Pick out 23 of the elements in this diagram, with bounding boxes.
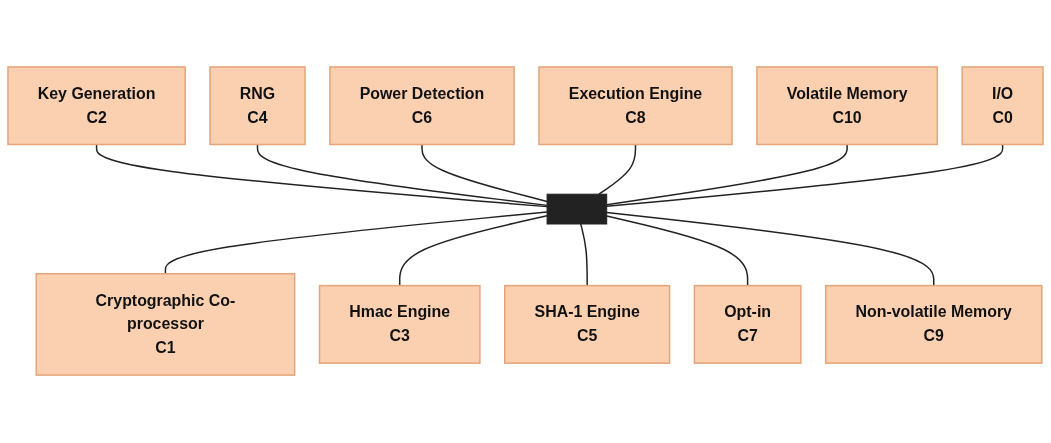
connector: [256, 144, 548, 207]
node-box: Key Generation C2: [7, 66, 186, 146]
node-box: Volatile Memory C10: [756, 66, 939, 146]
node-box: Power Detection C6: [329, 66, 515, 146]
node-box: Opt-in C7: [693, 285, 802, 365]
node-box: Hmac Engine C3: [318, 285, 481, 365]
connector: [605, 144, 848, 206]
connector: [605, 144, 1004, 208]
connector: [605, 215, 749, 287]
node-box: RNG C4: [209, 66, 306, 146]
node-bar: [546, 194, 608, 225]
node-box: Non-volatile Memory C9: [824, 285, 1043, 365]
node-box: SHA-1 Engine C5: [504, 285, 671, 365]
connector: [421, 144, 548, 203]
connector: [598, 144, 637, 196]
node-box: Cryptographic Co-processor C1: [35, 273, 296, 377]
connector: [605, 212, 935, 287]
connector: [95, 144, 548, 208]
connector: [580, 223, 588, 287]
connector: [164, 211, 548, 275]
node-box: I/O C0: [961, 66, 1044, 146]
connector: [398, 215, 548, 287]
node-box: Execution Engine C8: [538, 66, 733, 146]
